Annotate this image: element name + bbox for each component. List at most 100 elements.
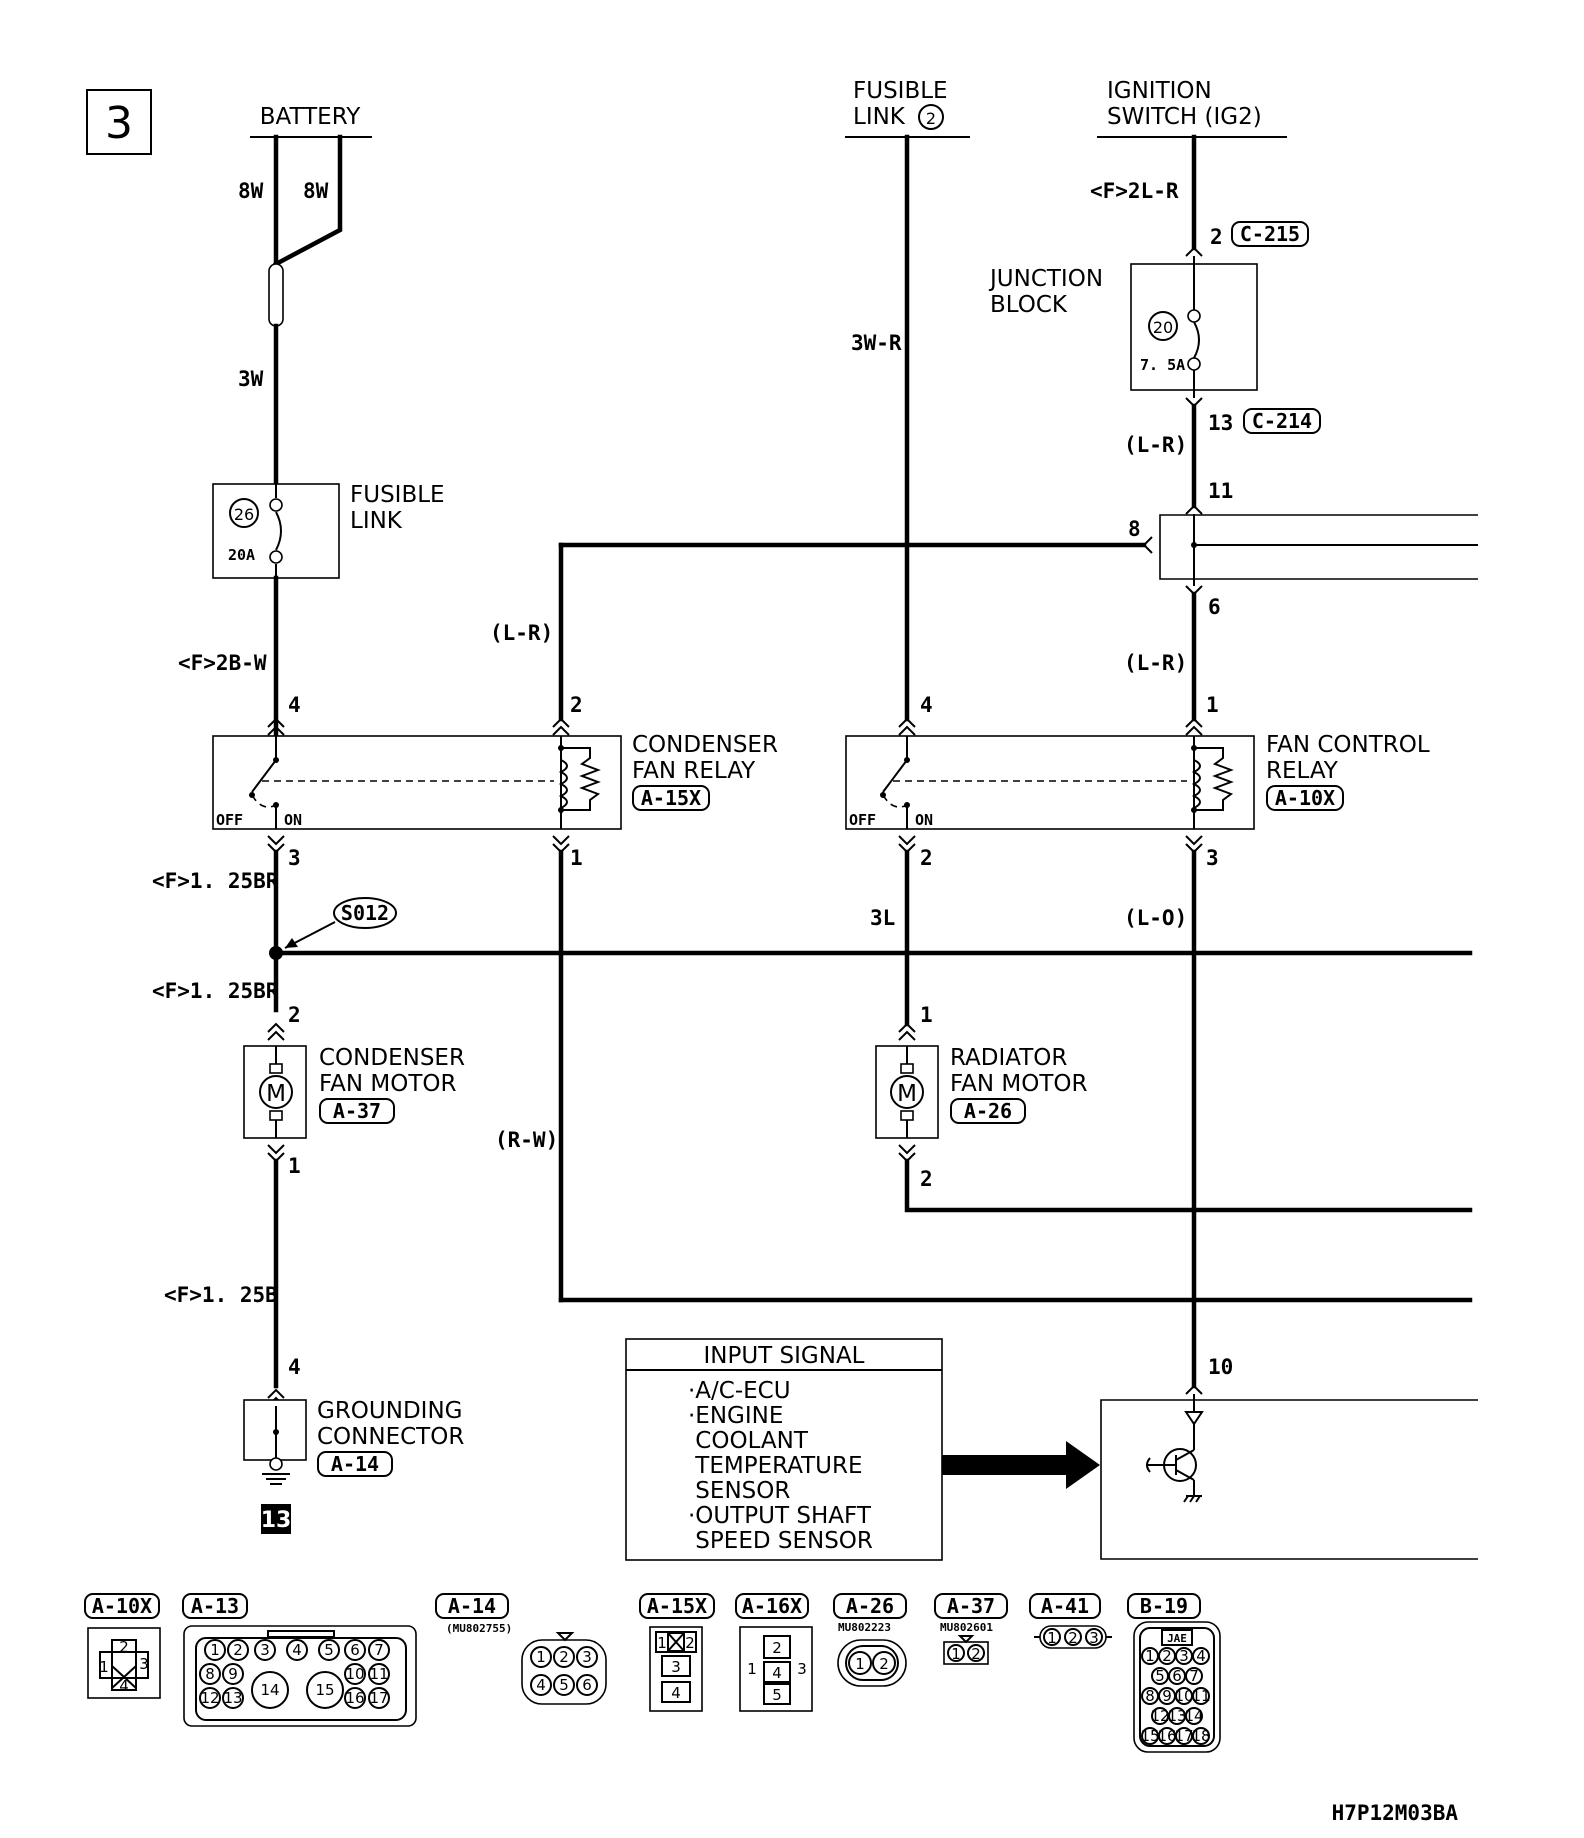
cond-relay-pin1: 1	[570, 846, 583, 870]
cond-motor-connector-tag	[319, 1098, 395, 1124]
cond-relay-pin1-connector-icon	[552, 835, 570, 854]
b19-view	[1133, 1621, 1221, 1753]
cond-relay-label-1: CONDENSER	[632, 732, 778, 758]
page-number-box	[86, 89, 152, 155]
a14-cavity-6	[576, 1674, 598, 1696]
ecu-input-triangle-icon	[1184, 1411, 1204, 1426]
cond-relay-label-2: FAN RELAY	[632, 758, 756, 784]
a16x-tag	[735, 1593, 809, 1619]
a16x-label: A-16X	[742, 1594, 802, 1618]
a14-pin-3: 3	[582, 1648, 592, 1666]
jb-pin-out: 13	[1208, 411, 1233, 435]
a10x-tag	[84, 1593, 160, 1619]
a15x-pin-2: 2	[685, 1634, 695, 1652]
a13-pin-10: 10	[345, 1665, 364, 1683]
ecu-top-box	[1159, 514, 1478, 580]
a14-part: (MU802755)	[446, 1622, 512, 1635]
jb-label-2: BLOCK	[990, 292, 1068, 318]
a13-pin-16: 16	[345, 1689, 364, 1707]
drawing-code: H7P12M03BA	[1332, 1801, 1459, 1825]
a14-cavity-5	[553, 1674, 575, 1696]
a16x-view	[739, 1626, 813, 1712]
a14-cavity-4	[530, 1674, 552, 1696]
fan-relay-on: ON	[915, 811, 933, 829]
a37-label: A-37	[947, 1594, 995, 1618]
a13-cavity-5	[318, 1639, 340, 1661]
ignition-label-1: IGNITION	[1107, 78, 1212, 104]
a14-tag	[435, 1593, 509, 1619]
fusible-link-26-number: 26	[234, 505, 254, 524]
b19-pin-1: 1	[1145, 1647, 1155, 1665]
cond-relay-off: OFF	[216, 811, 243, 829]
a13-pin-15: 15	[315, 1681, 334, 1699]
fan-relay-label-2: RELAY	[1266, 758, 1339, 784]
ecu-pin8: 8	[1128, 517, 1141, 541]
cond-relay-on: ON	[284, 811, 302, 829]
cond-relay-pin3: 3	[288, 846, 301, 870]
fusible-link-26-fuse-icon	[275, 484, 282, 578]
a13-cavity-17	[368, 1687, 390, 1709]
a13-pin-2: 2	[233, 1641, 243, 1659]
ground-label-1: GROUNDING	[317, 1398, 462, 1424]
a13-cavity-6	[344, 1639, 366, 1661]
a13-cavity-15	[306, 1671, 344, 1709]
a10x-pin-4: 4	[119, 1677, 129, 1695]
b19-part: JAE	[1167, 1632, 1187, 1645]
a15x-tag	[639, 1593, 715, 1619]
fusible-link-2-circle	[918, 104, 944, 130]
a41-tag	[1029, 1593, 1101, 1619]
a14-cavity-3	[576, 1646, 598, 1668]
fusible-link-2-label-2: LINK	[853, 104, 906, 130]
a15x-pin-3: 3	[671, 1658, 681, 1676]
a14-pin-2: 2	[559, 1648, 569, 1666]
a13-cavity-13	[222, 1687, 244, 1709]
cond-relay-pin4-connector-icon	[267, 717, 285, 736]
a37-part: MU802601	[940, 1621, 993, 1634]
fusible-link-26-label-2: LINK	[350, 508, 403, 534]
a13-pin-1: 1	[210, 1641, 220, 1659]
input-signal-line-6: ·OUTPUT SHAFT	[688, 1503, 872, 1529]
ignition-label-2: SWITCH (IG2)	[1107, 104, 1262, 130]
cond-motor-label-2: FAN MOTOR	[319, 1071, 456, 1097]
fan-relay-pin1: 1	[1206, 693, 1219, 717]
input-signal-line-2: ·ENGINE	[688, 1403, 783, 1429]
wire-label-lr-b: (L-R)	[1124, 433, 1187, 457]
a41-pin-1: 1	[1047, 1629, 1057, 1647]
ecu-pin6: 6	[1208, 595, 1221, 619]
b19-pin-11: 11	[1191, 1687, 1210, 1705]
rad-motor-pin1-connector-icon	[898, 1022, 916, 1041]
a13-pin-14: 14	[260, 1681, 279, 1699]
rad-motor-pin1: 1	[920, 1003, 933, 1027]
b19-pin-7: 7	[1189, 1667, 1199, 1685]
wire-label-3l: 3L	[870, 906, 895, 930]
fan-relay-pin3-connector-icon	[1185, 835, 1203, 854]
fan-control-relay-box	[845, 735, 1255, 830]
ground-number-box	[261, 1504, 291, 1534]
b19-pin-3: 3	[1179, 1647, 1189, 1665]
fan-relay-pin3: 3	[1206, 846, 1219, 870]
a13-cavity-14	[251, 1671, 289, 1709]
a15x-label: A-15X	[647, 1594, 707, 1618]
input-signal-box	[625, 1338, 943, 1561]
condenser-fan-relay-box	[212, 735, 622, 830]
jb-label-1: JUNCTION	[988, 266, 1103, 292]
a13-pin-5: 5	[324, 1641, 334, 1659]
cond-motor-connector: A-37	[333, 1099, 381, 1123]
ecu-pin10-connector-icon	[1185, 1384, 1203, 1395]
splice-tag	[333, 897, 397, 929]
ground-connector: A-14	[331, 1452, 379, 1476]
wire-label-125b: <F>1. 25B	[164, 1283, 278, 1307]
a14-label: A-14	[448, 1594, 496, 1618]
b19-pin-6: 6	[1172, 1667, 1182, 1685]
b19-cavity-14	[1185, 1707, 1203, 1725]
a13-pin-6: 6	[350, 1641, 360, 1659]
a10x-pin-3: 3	[139, 1655, 149, 1673]
a14-pin-5: 5	[559, 1676, 569, 1694]
a14-pin-4: 4	[536, 1676, 546, 1694]
fusible-link-26-rating: 20A	[228, 546, 255, 564]
ground-number: 13	[261, 1508, 292, 1533]
battery-wire-b	[272, 134, 343, 268]
rad-motor-label-2: FAN MOTOR	[950, 1071, 1087, 1097]
a16x-pin-5: 5	[772, 1686, 782, 1704]
